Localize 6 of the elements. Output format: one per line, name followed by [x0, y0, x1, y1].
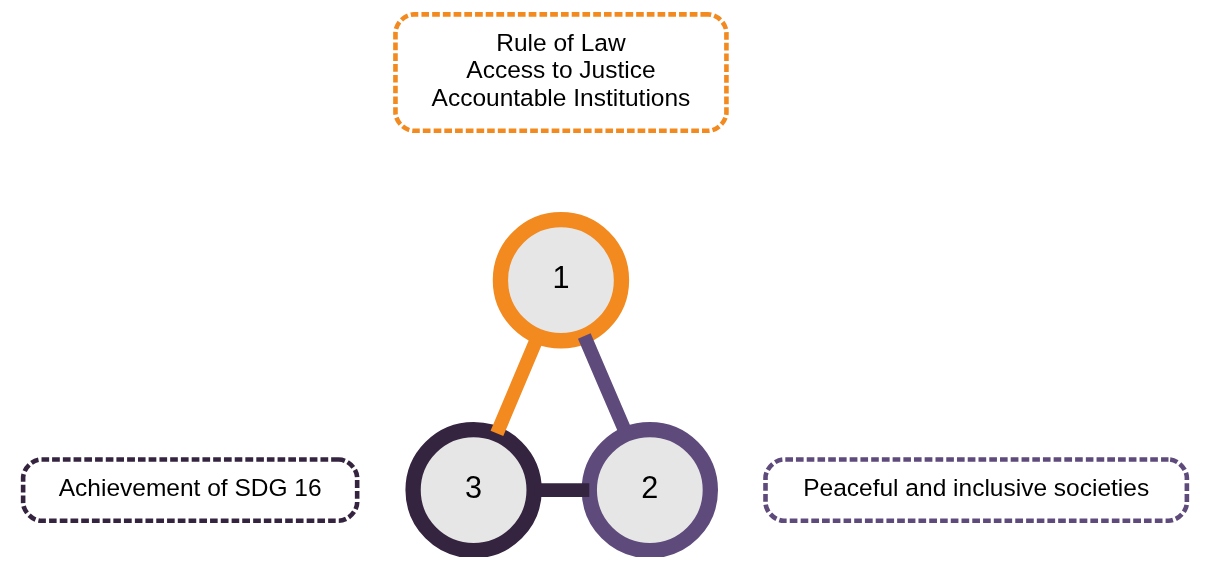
node-box: Peaceful and inclusive societies	[762, 457, 1189, 524]
node-box: Achievement of SDG 16	[20, 457, 359, 524]
node-circle: 1	[492, 212, 629, 349]
node-box: Rule of Law Access to Justice Accountable Institutions	[392, 12, 729, 134]
node-circle: 3	[404, 421, 542, 557]
node-circle: 2	[581, 421, 718, 557]
